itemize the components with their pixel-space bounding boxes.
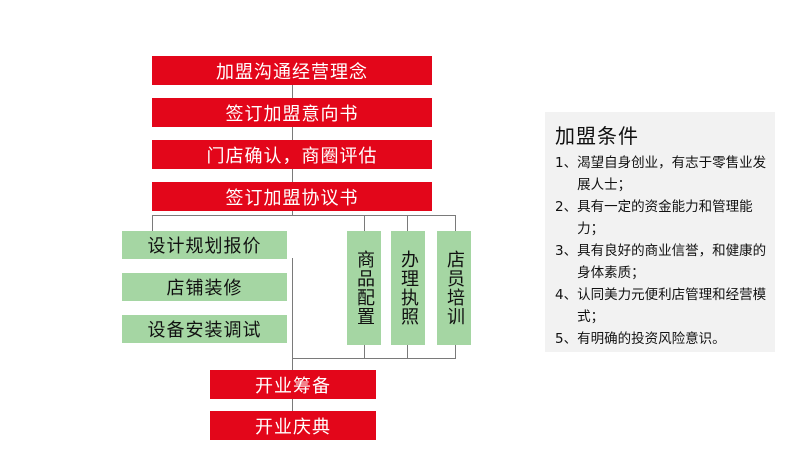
condition-number: 3、: [555, 243, 578, 259]
connector-left-chain: [292, 258, 293, 358]
step-staff-training: 店员培训: [437, 231, 471, 345]
connector-rise-1: [364, 345, 365, 359]
step-sign-intent-letter: 签订加盟意向书: [152, 98, 432, 127]
step-equipment-setup: 设备安装调试: [122, 315, 287, 343]
step-sign-agreement: 签订加盟协议书: [152, 182, 432, 211]
connector-merge-horizontal: [292, 358, 456, 359]
condition-number: 5、: [555, 331, 578, 347]
step-store-decoration: 店铺装修: [122, 273, 287, 301]
connector-rise-3: [455, 345, 456, 359]
connector-drop-1: [364, 215, 365, 231]
condition-item: 3、 具有良好的商业信誉，和健康的身体素质；: [555, 240, 769, 284]
condition-item: 1、 渴望自身创业，有志于零售业发展人士；: [555, 152, 769, 196]
condition-item: 2、 具有一定的资金能力和管理能力；: [555, 196, 769, 240]
step-opening-preparation: 开业筹备: [210, 370, 376, 399]
step-franchise-consultation: 加盟沟通经营理念: [152, 56, 432, 85]
connector-left-drop: [152, 215, 153, 231]
connector-rise-2: [407, 345, 408, 359]
connector-drop-3: [455, 215, 456, 231]
step-design-quote: 设计规划报价: [122, 231, 287, 259]
step-store-assessment: 门店确认，商圈评估: [152, 140, 432, 169]
connector-drop-2: [407, 215, 408, 231]
conditions-list: 1、 渴望自身创业，有志于零售业发展人士； 2、 具有一定的资金能力和管理能力；…: [555, 152, 769, 350]
connector-split-horizontal: [152, 215, 456, 216]
step-goods-configuration: 商品配置: [347, 231, 381, 345]
condition-text: 具有良好的商业信誉，和健康的身体素质；: [577, 243, 767, 281]
condition-number: 2、: [555, 199, 578, 215]
condition-text: 具有一定的资金能力和管理能力；: [577, 199, 753, 237]
condition-item: 5、 有明确的投资风险意识。: [555, 328, 769, 350]
step-license-application: 办理执照: [391, 231, 425, 345]
condition-number: 4、: [555, 287, 578, 303]
condition-text: 有明确的投资风险意识。: [577, 331, 726, 347]
condition-number: 1、: [555, 155, 578, 171]
step-opening-ceremony: 开业庆典: [210, 411, 376, 440]
condition-text: 认同美力元便利店管理和经营模式；: [577, 287, 767, 325]
conditions-panel: 加盟条件 1、 渴望自身创业，有志于零售业发展人士； 2、 具有一定的资金能力和…: [545, 112, 775, 352]
conditions-title: 加盟条件: [555, 124, 639, 148]
condition-item: 4、 认同美力元便利店管理和经营模式；: [555, 284, 769, 328]
condition-text: 渴望自身创业，有志于零售业发展人士；: [577, 155, 767, 193]
